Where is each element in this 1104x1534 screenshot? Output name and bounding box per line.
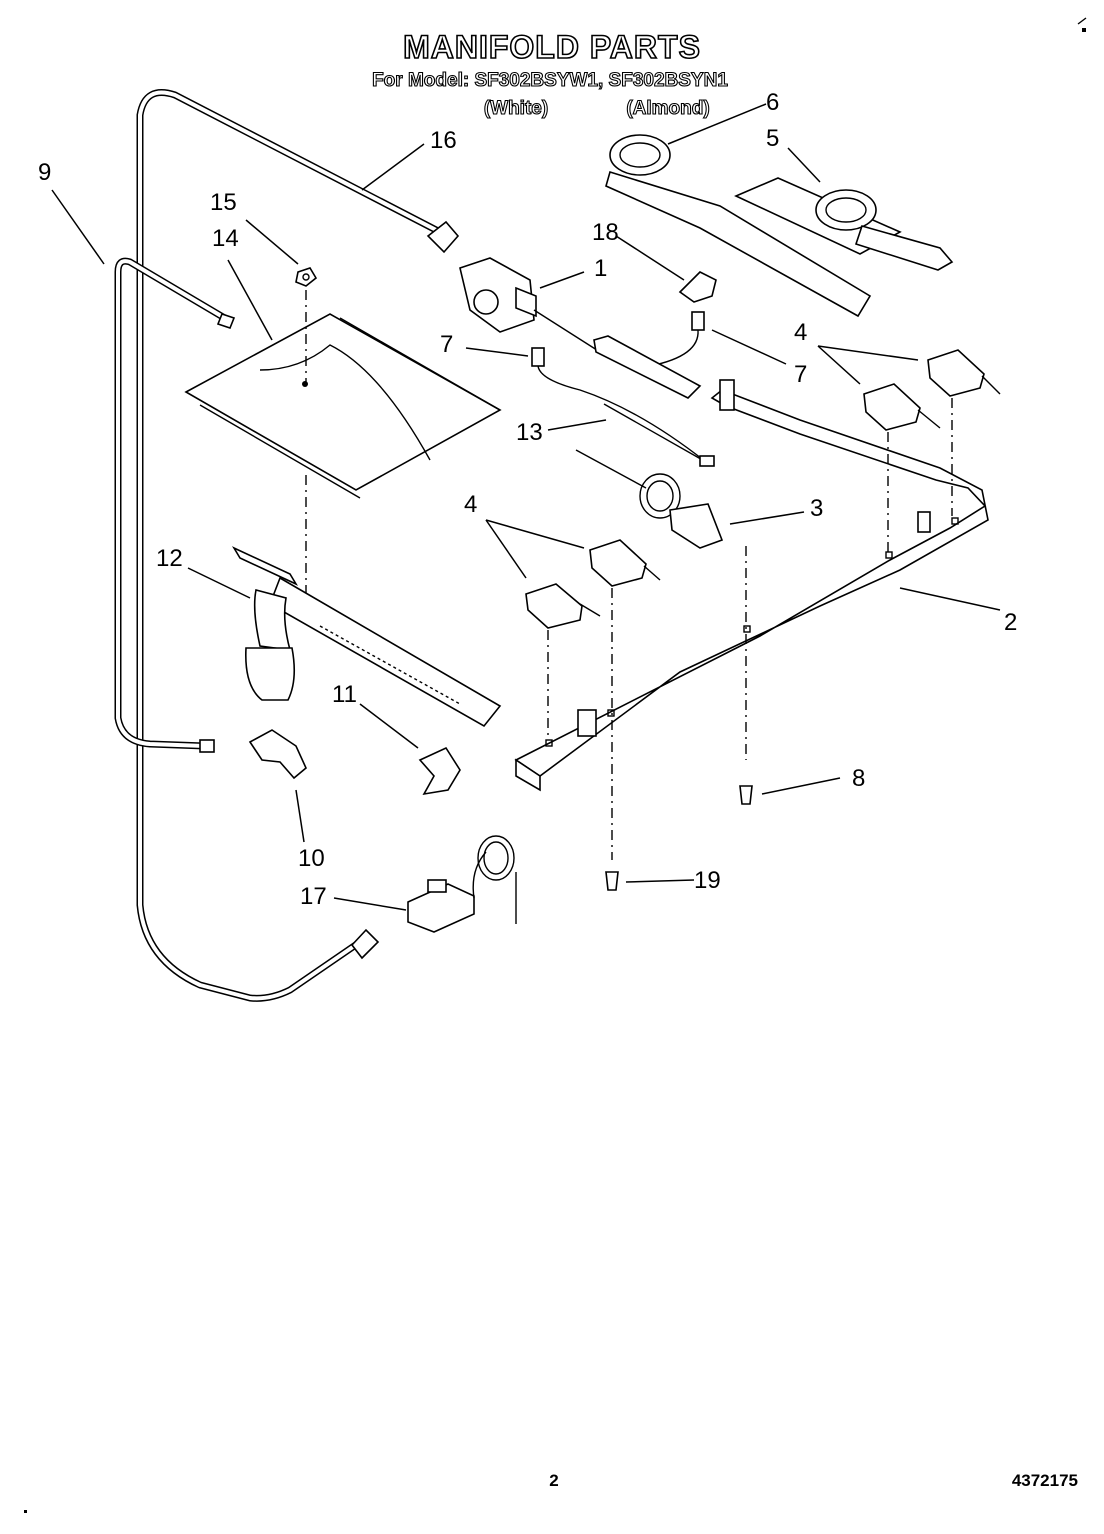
callout-12: 12 — [156, 545, 183, 572]
part-10-orifice — [248, 729, 307, 780]
color-almond-label: (Almond) — [626, 98, 709, 119]
part-9-tube — [114, 257, 236, 753]
page-number: 2 — [549, 1471, 558, 1490]
callout-4-left: 4 — [464, 491, 477, 518]
callout-8: 8 — [852, 765, 865, 792]
callout-14: 14 — [212, 225, 239, 252]
part-18-bracket — [678, 271, 717, 303]
callout-6: 6 — [766, 89, 779, 116]
part-4-valve-a — [525, 583, 601, 629]
callout-7-right: 7 — [794, 361, 807, 388]
part-4-valve-c — [863, 383, 941, 431]
part-17-thermostat — [407, 835, 517, 933]
part-15-nut — [295, 267, 318, 287]
callout-3: 3 — [810, 495, 823, 522]
model-line: For Model: SF302BSYW1, SF302BSYN1 — [372, 70, 728, 91]
callout-11: 11 — [332, 681, 357, 708]
part-3-valve — [575, 449, 724, 549]
doc-number: 4372175 — [1012, 1471, 1078, 1490]
page-title: MANIFOLD PARTS — [403, 29, 701, 65]
part-1-valve — [459, 257, 601, 353]
part-4-valve-b — [589, 539, 661, 587]
callout-18: 18 — [592, 219, 619, 246]
part-14-deflector — [184, 313, 502, 499]
part-6-burner — [605, 134, 872, 318]
callout-1: 1 — [594, 255, 607, 282]
callout-17: 17 — [300, 883, 327, 910]
callout-5: 5 — [766, 125, 779, 152]
callout-10: 10 — [298, 845, 325, 872]
part-7-connector-right — [649, 311, 705, 367]
part-16-gas-tube — [136, 89, 460, 1002]
part-5-burner — [734, 177, 954, 271]
part-8-screw — [739, 785, 753, 805]
callout-16: 16 — [430, 127, 457, 154]
callout-7-left: 7 — [440, 331, 453, 358]
callout-13: 13 — [516, 419, 543, 446]
part-2-manifold — [514, 379, 989, 792]
callout-2: 2 — [1004, 609, 1017, 636]
callout-15: 15 — [210, 189, 237, 216]
color-white-label: (White) — [484, 98, 548, 119]
callout-19: 19 — [694, 867, 721, 894]
part-4-valve-d — [927, 349, 1001, 397]
callout-4-right: 4 — [794, 319, 807, 346]
part-7-connector-left — [531, 347, 707, 463]
callout-9: 9 — [38, 159, 51, 186]
corner-marks — [24, 17, 1087, 1513]
callout-leaders — [51, 103, 1001, 911]
part-11-clip — [418, 746, 461, 796]
part-12-burner — [231, 546, 502, 728]
part-13-igniter — [593, 335, 715, 467]
part-19-screw — [605, 871, 619, 891]
